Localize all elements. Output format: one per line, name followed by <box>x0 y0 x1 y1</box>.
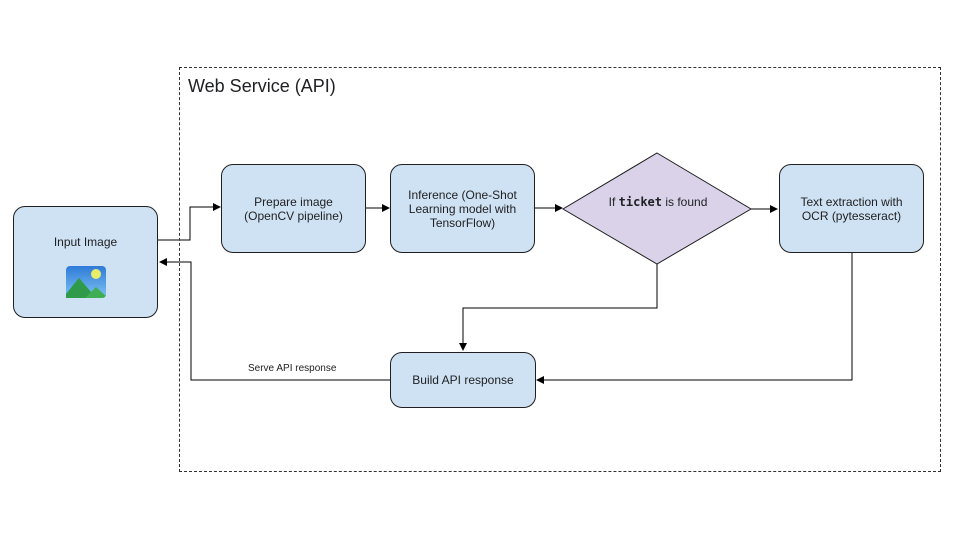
build-response-label: Build API response <box>412 373 514 387</box>
edge-build-to-input <box>159 258 390 381</box>
inference-label: Inference (One-Shot Learning model with … <box>408 187 517 230</box>
prepare-image-label: Prepare image (OpenCV pipeline) <box>244 194 343 223</box>
prepare-image-node[interactable]: Prepare image (OpenCV pipeline) <box>221 164 366 253</box>
web-service-title: Web Service (API) <box>188 76 336 96</box>
decision-suffix: is found <box>662 195 708 209</box>
decision-prefix: If <box>608 195 619 209</box>
text-extraction-label: Text extraction with OCR (pytesseract) <box>800 194 903 223</box>
inference-node[interactable]: Inference (One-Shot Learning model with … <box>390 164 535 253</box>
edge-ocr-to-build <box>536 253 853 384</box>
build-response-node[interactable]: Build API response <box>390 352 536 408</box>
serve-response-label: Serve API response <box>248 363 337 374</box>
input-image-node[interactable]: Input Image <box>13 206 158 318</box>
edge-input-to-prepare <box>158 203 221 241</box>
decision-label[interactable]: If ticket is found <box>600 195 716 210</box>
decision-keyword: ticket <box>618 195 662 209</box>
web-service-container <box>179 67 941 472</box>
text-extraction-node[interactable]: Text extraction with OCR (pytesseract) <box>779 164 924 253</box>
edge-decision-to-build <box>459 264 658 351</box>
landscape-image-icon <box>65 266 106 298</box>
input-image-label: Input Image <box>53 235 118 249</box>
